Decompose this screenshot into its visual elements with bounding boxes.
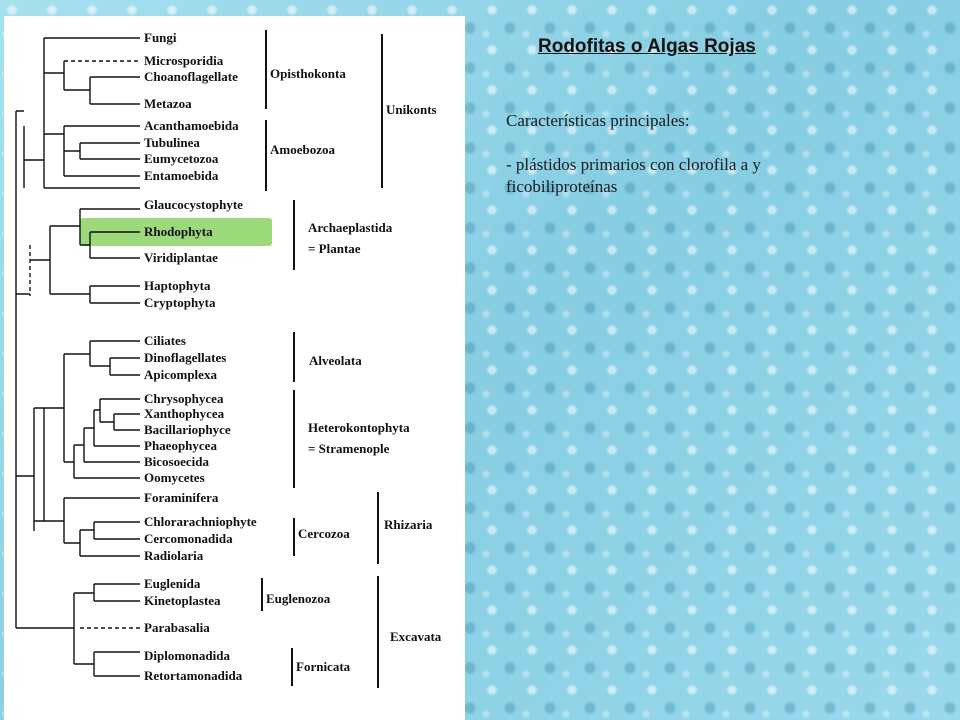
leaf-label: Cercomonadida — [144, 531, 233, 546]
group-label-alveolata: Alveolata — [309, 353, 362, 368]
leaf-label: Fungi — [144, 30, 177, 45]
group-label-heterokontophyta: Heterokontophyta — [308, 420, 410, 435]
leaf-label: Bacillariophyce — [144, 422, 231, 437]
leaf-label: Metazoa — [144, 96, 192, 111]
leaf-label: Apicomplexa — [144, 367, 217, 382]
leaf-label: Choanoflagellate — [144, 69, 238, 84]
leaf-label: Ciliates — [144, 333, 186, 348]
leaf-label: Parabasalia — [144, 620, 210, 635]
leaf-label: Chlorarachniophyte — [144, 514, 257, 529]
leaf-label: Tubulinea — [144, 135, 200, 150]
slide-title: Rodofitas o Algas Rojas — [538, 36, 756, 57]
tree-branches — [15, 37, 140, 677]
group-label-plantae: = Plantae — [308, 241, 361, 256]
leaf-label: Entamoebida — [144, 168, 219, 183]
leaf-label: Dinoflagellates — [144, 350, 226, 365]
leaf-label: Cryptophyta — [144, 295, 216, 310]
leaf-label: Xanthophycea — [144, 406, 225, 421]
leaf-label: Kinetoplastea — [144, 593, 221, 608]
leaf-label: Viridiplantae — [144, 250, 218, 265]
leaf-label: Retortamonadida — [144, 668, 243, 683]
leaf-label: Chrysophycea — [144, 391, 224, 406]
group-label-cercozoa: Cercozoa — [298, 526, 350, 541]
rhodophyta-highlight — [80, 218, 272, 246]
group-label-fornicata: Fornicata — [296, 659, 351, 674]
leaf-label: Acanthamoebida — [144, 118, 239, 133]
leaf-label-rhodophyta: Rhodophyta — [144, 224, 213, 239]
characteristic-item: - plástidos primarios con clorofila a y — [506, 155, 761, 174]
group-label-opisthokonta: Opisthokonta — [270, 66, 346, 81]
spacer — [506, 132, 906, 154]
group-label-rhizaria: Rhizaria — [384, 517, 433, 532]
leaf-label: Euglenida — [144, 576, 201, 591]
group-labels: Opisthokonta Amoebozoa Unikonts Archaepl… — [266, 66, 442, 674]
leaf-label: Foraminifera — [144, 490, 219, 505]
leaf-label: Microsporidia — [144, 53, 224, 68]
group-label-unikonts: Unikonts — [386, 102, 437, 117]
leaf-label: Radiolaria — [144, 548, 204, 563]
leaf-label: Oomycetes — [144, 470, 205, 485]
phylogenetic-tree: Fungi Microsporidia Choanoflagellate Met… — [15, 30, 442, 688]
group-label-excavata: Excavata — [390, 629, 442, 644]
leaf-labels: Fungi Microsporidia Choanoflagellate Met… — [144, 30, 257, 683]
leaf-label: Bicosoecida — [144, 454, 209, 469]
group-label-amoebozoa: Amoebozoa — [270, 142, 335, 157]
leaf-label: Glaucocystophyte — [144, 197, 243, 212]
phylogenetic-tree-panel: Fungi Microsporidia Choanoflagellate Met… — [4, 16, 465, 720]
leaf-label: Eumycetozoa — [144, 151, 219, 166]
group-label-euglenozoa: Euglenozoa — [266, 591, 331, 606]
slide-body: Características principales: - plástidos… — [506, 110, 906, 198]
leaf-label: Phaeophycea — [144, 438, 217, 453]
leaf-label: Diplomonadida — [144, 648, 230, 663]
leaf-label: Haptophyta — [144, 278, 211, 293]
characteristics-heading: Características principales: — [506, 111, 690, 130]
group-label-stramenople: = Stramenople — [308, 441, 390, 456]
group-brackets — [261, 30, 383, 688]
group-label-archaeplastida: Archaeplastida — [308, 220, 393, 235]
characteristic-item-continuation: ficobiliproteínas — [506, 177, 618, 196]
